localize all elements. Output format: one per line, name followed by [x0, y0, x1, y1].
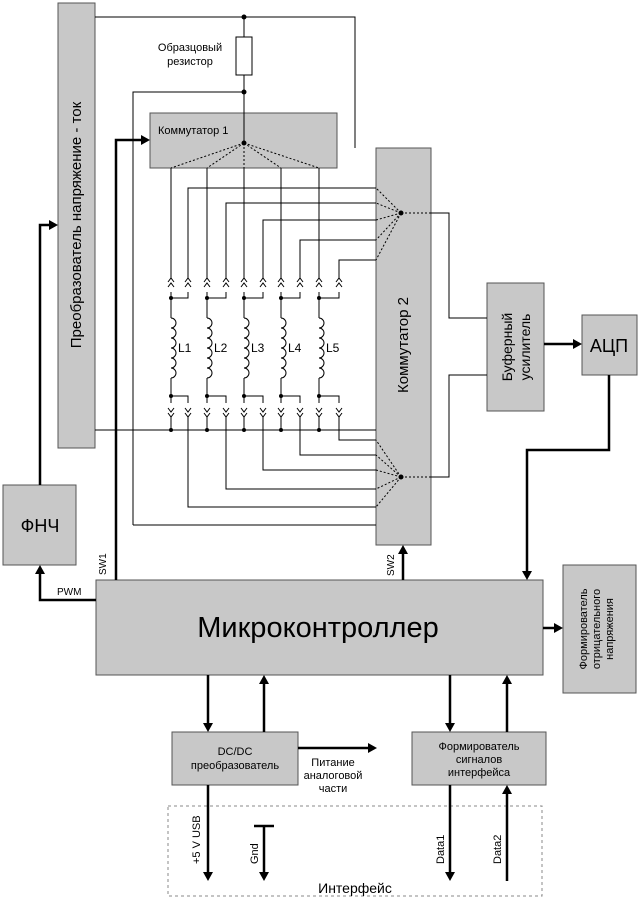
coil-label-l2: L2 [214, 341, 228, 355]
mux2-block [375, 147, 432, 546]
switch-fanouts [170, 142, 431, 508]
buffer-amp-label-1: Буферный [499, 313, 515, 381]
coil-label-l1: L1 [178, 341, 192, 355]
ref-resistor-label-2: резистор [167, 56, 213, 68]
data2-label: Data2 [492, 835, 504, 864]
analog-power-label-1: Питание [311, 757, 354, 769]
junction-dots [169, 14, 404, 480]
usb-label: +5 V USB [191, 815, 203, 864]
iface-gen-label-3: интерфейса [448, 767, 511, 779]
lpf-block [2, 484, 77, 566]
lpf-label: ФНЧ [21, 516, 60, 536]
sw1-label: SW1 [98, 553, 109, 575]
dcdc-label-1: DC/DC [218, 746, 253, 758]
buffer-amp-block [486, 282, 545, 412]
neg-voltage-block [562, 564, 637, 694]
iface-gen-label-1: Формирователь [439, 741, 520, 753]
interface-label: Интерфейс [318, 880, 392, 896]
analog-power-label-2: аналоговой [304, 770, 363, 782]
coil-label-l5: L5 [326, 341, 340, 355]
coil-label-l3: L3 [251, 341, 265, 355]
neg-voltage-label-2: отрицательного [591, 589, 603, 669]
dcdc-block [171, 731, 299, 786]
mux2-label: Коммутатор 2 [395, 297, 412, 393]
adc-label: АЦП [590, 336, 628, 356]
vi-converter-label: Преобразователь напряжение - ток [68, 101, 85, 348]
coils [170, 317, 325, 379]
iface-gen-block [411, 731, 547, 786]
coil-label-l4: L4 [288, 341, 302, 355]
interface-frame [167, 805, 543, 897]
coil-l1 [170, 317, 177, 379]
mux1-label: Коммутатор 1 [158, 125, 228, 137]
pwm-label: PWM [57, 587, 81, 598]
neg-voltage-label-3: напряжения [604, 598, 616, 660]
dcdc-label-2: преобразователь [191, 760, 279, 772]
connector-chevrons [167, 277, 343, 418]
reference-resistor [235, 36, 253, 76]
control-wires [35, 135, 611, 881]
signal-wires [95, 16, 560, 526]
coil-l2 [206, 317, 213, 379]
ref-resistor-label-1: Образцовый [158, 42, 222, 54]
coil-l3 [243, 317, 250, 379]
vi-converter-block [57, 2, 96, 449]
coil-l5 [318, 317, 325, 379]
gnd-label: Gnd [249, 843, 261, 864]
analog-power-label-3: части [319, 783, 348, 795]
adc-block [581, 314, 638, 376]
buffer-amp-label-2: усилитель [517, 314, 533, 381]
coil-l4 [280, 317, 287, 379]
mcu-block [95, 579, 544, 676]
mcu-label: Микроконтроллер [197, 612, 438, 644]
data1-label: Data1 [435, 835, 447, 864]
sw2-label: SW2 [386, 554, 397, 576]
iface-gen-label-2: сигналов [456, 754, 503, 766]
neg-voltage-label-1: Формирователь [578, 588, 590, 669]
